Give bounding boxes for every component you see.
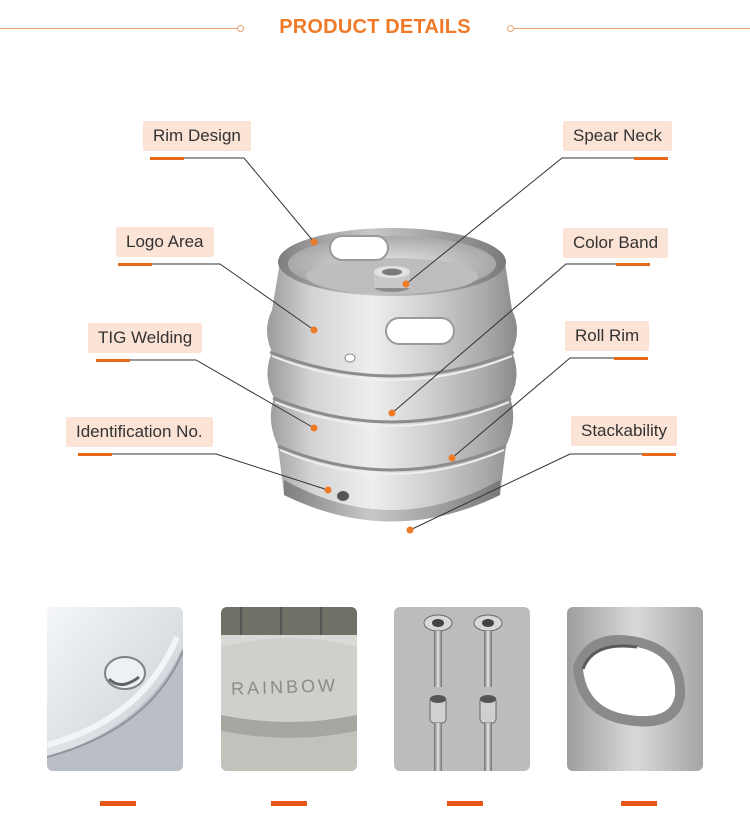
keg-image — [267, 228, 517, 522]
thumbnail-logo-area: RAINBOW — [221, 607, 357, 771]
label-bar-stackability — [642, 453, 676, 456]
thumbnail-tig-weld — [47, 607, 183, 771]
thumbnail-spear-parts — [394, 607, 530, 771]
thumbnail-bar-3 — [447, 801, 483, 806]
label-logo-area: Logo Area — [116, 227, 214, 257]
label-spear-neck: Spear Neck — [563, 121, 672, 151]
header-line-left — [0, 28, 240, 29]
label-tig-welding: TIG Welding — [88, 323, 203, 353]
label-bar-rim-design — [150, 157, 184, 160]
label-bar-identification-no — [78, 453, 112, 456]
thumbnail-bar-2 — [271, 801, 307, 806]
header-dot-left — [237, 25, 244, 32]
thumbnail-handle — [567, 607, 703, 771]
label-roll-rim: Roll Rim — [565, 321, 650, 351]
header-dot-right — [507, 25, 514, 32]
header-line-right — [514, 28, 750, 29]
label-bar-roll-rim — [614, 357, 648, 360]
label-bar-spear-neck — [634, 157, 668, 160]
label-bar-color-band — [616, 263, 650, 266]
leader-dots — [310, 238, 456, 534]
logo-text: RAINBOW — [230, 675, 339, 699]
label-bar-logo-area — [118, 263, 152, 266]
label-rim-design: Rim Design — [143, 121, 251, 151]
label-color-band: Color Band — [563, 228, 669, 258]
page-title: PRODUCT DETAILS — [279, 16, 471, 38]
thumbnail-bar-4 — [621, 801, 657, 806]
thumbnail-bar-1 — [100, 801, 136, 806]
label-identification-no: Identification No. — [66, 417, 213, 447]
label-stackability: Stackability — [571, 416, 677, 446]
keg-diagram — [78, 157, 676, 534]
label-bar-tig-welding — [96, 359, 130, 362]
